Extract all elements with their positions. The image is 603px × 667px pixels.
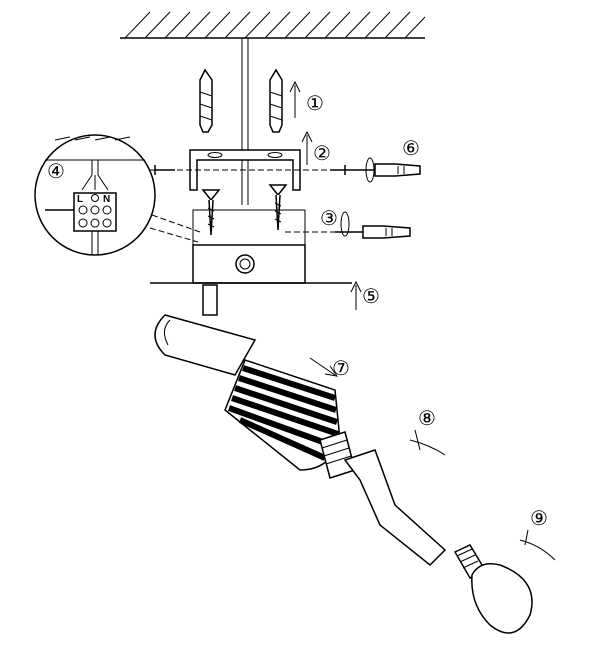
arrow-icon [309, 357, 339, 377]
wiring-detail: L N [34, 134, 201, 256]
arrow-up-icon [289, 80, 301, 118]
lamp-head [154, 284, 257, 376]
canopy [150, 209, 352, 284]
rotate-arrow-icon [409, 429, 446, 456]
terminal-neutral-label: N [103, 194, 110, 205]
step-6-label: ⑥ [402, 136, 420, 160]
rotate-arrow-icon [519, 529, 556, 561]
screwdriver-6 [345, 157, 421, 183]
screwdriver-3 [335, 211, 411, 239]
ground-icon [91, 194, 99, 202]
wall-plug-left [199, 68, 213, 133]
step-8-label: ⑧ [418, 406, 436, 430]
socket-ring [319, 431, 356, 479]
lamp-shade [224, 359, 341, 471]
arrow-up-icon [350, 280, 362, 310]
step-7-label: ⑦ [332, 356, 350, 380]
light-bulb [453, 544, 533, 634]
mains-cable [241, 38, 249, 205]
bulb-holder [343, 449, 447, 567]
step-9-label: ⑨ [530, 506, 548, 530]
step-5-label: ⑤ [362, 284, 380, 308]
terminal-live-label: L [77, 194, 83, 205]
wall-plug-right [269, 68, 283, 133]
step-1-label: ① [306, 91, 324, 115]
arrow-up-icon [301, 130, 313, 165]
step-4-label: ④ [47, 159, 65, 183]
step-2-label: ② [313, 141, 331, 165]
mounting-bracket [150, 149, 346, 191]
ceiling [120, 11, 426, 39]
screw-right [268, 184, 288, 231]
screw-left [201, 189, 221, 236]
step-3-label: ③ [320, 206, 338, 230]
